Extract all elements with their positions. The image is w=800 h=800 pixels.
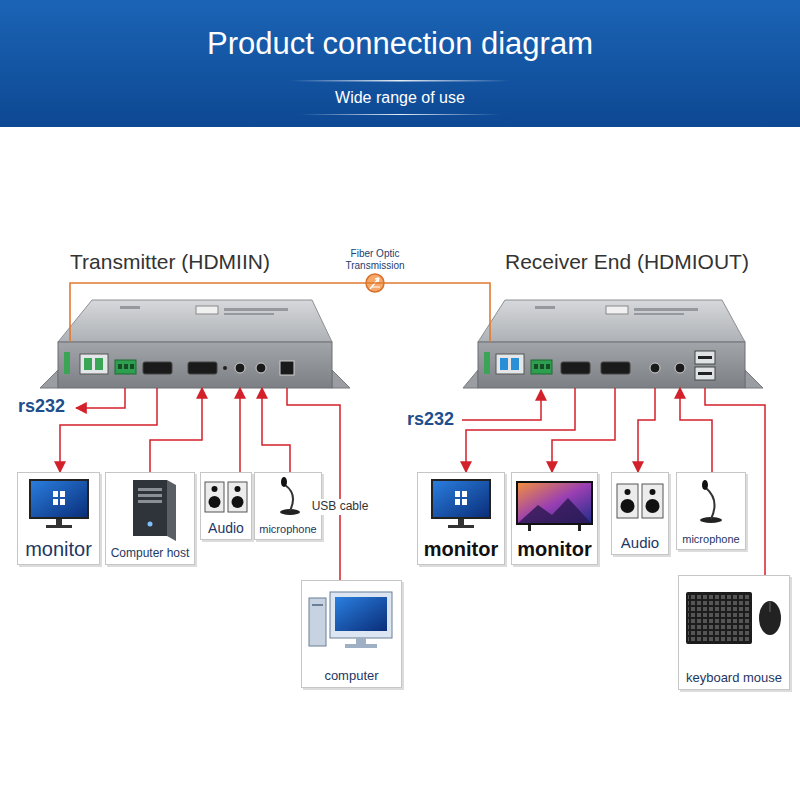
fiber-optic-link — [70, 283, 490, 342]
computer-host-box: Computer host — [105, 472, 195, 565]
device-label: microphone — [259, 523, 316, 536]
unit-heading: Receiver End (HDMIOUT) — [505, 250, 749, 274]
monitor-box: monitor — [417, 472, 505, 565]
usb-cable — [705, 388, 765, 575]
monitor-icon — [30, 480, 88, 528]
signal-cable — [552, 388, 615, 472]
signal-cable — [150, 388, 202, 472]
subtitle: Wide range of use — [0, 89, 800, 107]
receiver-unit: Receiver End (HDMIOUT) — [478, 342, 745, 388]
device-label: computer — [324, 669, 378, 684]
port-label: rs232 — [407, 409, 454, 430]
audio-box: Audio — [200, 472, 252, 540]
transmitter-device — [40, 300, 350, 388]
device-label: monitor — [424, 538, 498, 561]
monitor-box: monitor — [17, 472, 100, 565]
transmitter-unit: Transmitter (HDMIIN) — [58, 342, 332, 388]
device-label: monitor — [517, 538, 591, 561]
signal-cable — [262, 388, 290, 472]
signal-cable — [638, 388, 655, 472]
header-band — [0, 0, 800, 127]
receiver-device — [463, 300, 763, 388]
device-label: monitor — [25, 538, 92, 561]
speaker-icon — [617, 484, 663, 518]
signal-cable — [60, 388, 157, 472]
microphone-icon — [700, 480, 722, 523]
monitor-box: monitor — [511, 472, 598, 565]
unit-heading: Transmitter (HDMIIN) — [70, 250, 270, 274]
signal-cable — [680, 388, 712, 472]
microphone-icon — [280, 477, 300, 515]
computer-box: computer — [301, 580, 402, 688]
signal-cable — [466, 388, 575, 472]
link-label: Fiber Optic Transmission — [333, 248, 417, 271]
port-label: rs232 — [18, 396, 65, 417]
keyboard-mouse-box: keyboard mouse — [678, 575, 790, 690]
rs232-leaders — [76, 388, 541, 420]
monitor-icon — [432, 480, 490, 528]
device-label: microphone — [682, 533, 739, 546]
tv-icon — [517, 482, 592, 531]
header-decoration — [290, 80, 510, 115]
computer-icon — [309, 592, 392, 648]
device-label: Audio — [208, 520, 244, 536]
signal-cable — [239, 388, 241, 472]
usb-cable — [287, 388, 340, 580]
microphone-box: microphone — [676, 472, 746, 550]
speaker-icon — [205, 482, 247, 512]
audio-box: Audio — [611, 472, 669, 555]
keyboard-mouse-icon — [686, 592, 781, 644]
device-label: keyboard mouse — [686, 671, 782, 686]
page-title: Product connection diagram — [0, 26, 800, 62]
microphone-box: microphone — [254, 472, 322, 540]
cable-label: USB cable — [309, 499, 372, 515]
device-label: Computer host — [111, 547, 190, 561]
device-label: Audio — [621, 534, 659, 551]
computer-host-icon — [133, 480, 176, 541]
